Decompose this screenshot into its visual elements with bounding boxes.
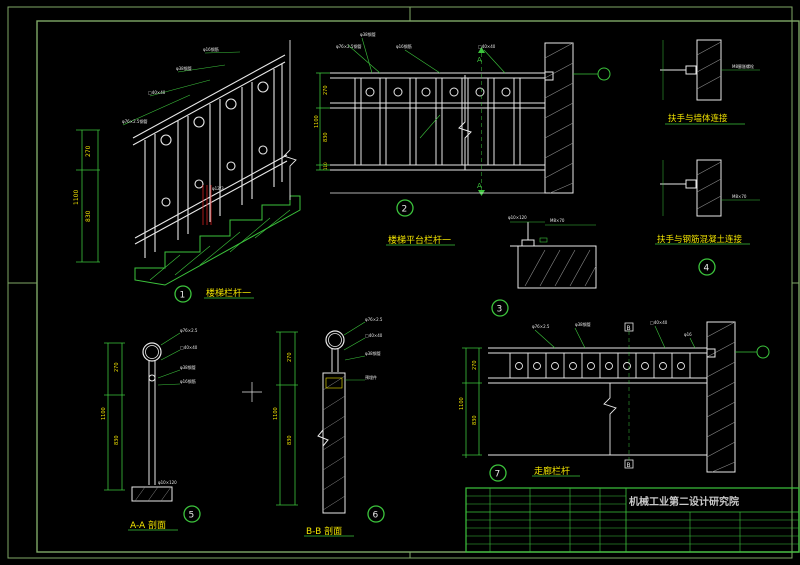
d1-caption: 楼梯栏杆一 <box>206 287 251 299</box>
d3-number: 3 <box>497 305 503 315</box>
d1-number: 1 <box>180 291 186 301</box>
detail-6-section-bb: 270 1100 830 φ76×2.5 □40×40 φ38钢管 预埋件 6 … <box>273 317 385 537</box>
drawing-frame <box>7 6 800 559</box>
d2-dim-total: 1100 <box>314 115 320 128</box>
d7-section-b-bottom: B <box>627 462 631 469</box>
d5-dim-total: 1100 <box>101 407 107 420</box>
svg-text:φ38钢管: φ38钢管 <box>575 321 591 327</box>
svg-text:φ76×2.5: φ76×2.5 <box>180 328 198 333</box>
d7-dim-top: 270 <box>472 360 478 370</box>
svg-text:φ76×2.5: φ76×2.5 <box>365 317 383 322</box>
svg-text:φ10×120: φ10×120 <box>158 480 177 485</box>
title-block <box>465 487 800 553</box>
svg-text:预埋件: 预埋件 <box>365 374 377 380</box>
d1-dim-top: 270 <box>85 145 92 157</box>
detail-4-wall-connections: M8膨胀螺栓 扶手与墙体连接 M8×70 扶手与钢筋混凝土连接 4 <box>655 39 760 276</box>
center-marker <box>242 382 262 402</box>
d1-number-circle <box>174 285 192 303</box>
detail-5-section-aa: 270 1100 830 φ76×2.5 □40×40 φ38钢管 φ16钢筋 … <box>101 328 201 531</box>
svg-text:φ38钢管: φ38钢管 <box>180 364 196 370</box>
svg-text:φ76×2.5: φ76×2.5 <box>532 324 550 329</box>
svg-text:φ10×120: φ10×120 <box>508 215 527 220</box>
d6-number: 6 <box>373 511 379 521</box>
joint-caption-concrete: 扶手与钢筋混凝土连接 <box>657 234 743 245</box>
svg-text:□40×40: □40×40 <box>478 44 496 49</box>
d5-dim-top: 270 <box>114 362 120 372</box>
d1-dim-bottom: 830 <box>85 210 92 222</box>
d5-caption: A-A 剖面 <box>130 519 166 531</box>
d2-dim-top: 270 <box>323 85 329 95</box>
d7-caption: 走廊栏杆 <box>534 465 570 477</box>
d2-caption: 楼梯平台栏杆一 <box>388 234 451 246</box>
d7-dim-total: 1100 <box>459 397 465 410</box>
d6-dim-top: 270 <box>287 352 293 362</box>
d5-dim-bottom: 830 <box>114 435 120 445</box>
d2-section-a-bottom: A <box>477 182 482 190</box>
d6-dim-bottom: 830 <box>287 435 293 445</box>
detail-7-corridor-railing: B B 270 1100 830 φ76×2.5 φ38钢管 □40×40 φ1… <box>459 320 770 482</box>
svg-text:□40×40: □40×40 <box>148 90 166 95</box>
svg-text:φ16: φ16 <box>684 332 692 337</box>
detail-1-stair-railing: 270 1100 830 φ76×2.5钢管 □40×40 φ38钢管 φ16钢… <box>73 40 301 303</box>
svg-text:□40×40: □40×40 <box>180 345 198 350</box>
d1-dim-total: 1100 <box>73 190 80 205</box>
svg-text:φ12/3: φ12/3 <box>212 186 224 191</box>
d6-dim-total: 1100 <box>273 407 279 420</box>
svg-text:φ76×2.5钢管: φ76×2.5钢管 <box>336 43 361 49</box>
svg-text:M8×70: M8×70 <box>550 218 565 223</box>
title-block-company: 机械工业第二设计研究院 <box>629 495 739 508</box>
d7-number: 7 <box>495 470 501 480</box>
svg-text:□40×40: □40×40 <box>650 320 668 325</box>
svg-text:φ38钢管: φ38钢管 <box>176 65 192 71</box>
d2-number: 2 <box>402 205 408 215</box>
detail-2-landing-railing: A A 270 1100 830 110 φ76×2.5钢管 φ38钢管 φ16… <box>314 31 611 246</box>
d2-dim-bottom: 830 <box>323 132 329 142</box>
d2-dim-base: 110 <box>323 162 328 170</box>
svg-text:φ38钢管: φ38钢管 <box>360 31 376 37</box>
d7-dim-bottom: 830 <box>472 415 478 425</box>
joint-caption-wall: 扶手与墙体连接 <box>668 113 728 124</box>
svg-text:□40×40: □40×40 <box>365 333 383 338</box>
svg-text:φ16钢筋: φ16钢筋 <box>203 46 219 52</box>
d5-number: 5 <box>189 511 195 521</box>
d2-section-a-top: A <box>477 56 482 64</box>
svg-text:φ38钢管: φ38钢管 <box>365 350 381 356</box>
svg-text:M8膨胀螺栓: M8膨胀螺栓 <box>732 63 754 69</box>
detail-3-handrail-base: φ10×120 M8×70 3 <box>491 215 597 317</box>
svg-text:φ16钢筋: φ16钢筋 <box>396 43 412 49</box>
d4-number: 4 <box>704 264 710 274</box>
svg-text:φ16钢筋: φ16钢筋 <box>180 378 196 384</box>
svg-text:M8×70: M8×70 <box>732 194 747 199</box>
d7-section-b-top: B <box>627 325 631 332</box>
svg-text:φ76×2.5钢管: φ76×2.5钢管 <box>122 118 147 124</box>
d6-caption: B-B 剖面 <box>306 525 342 537</box>
